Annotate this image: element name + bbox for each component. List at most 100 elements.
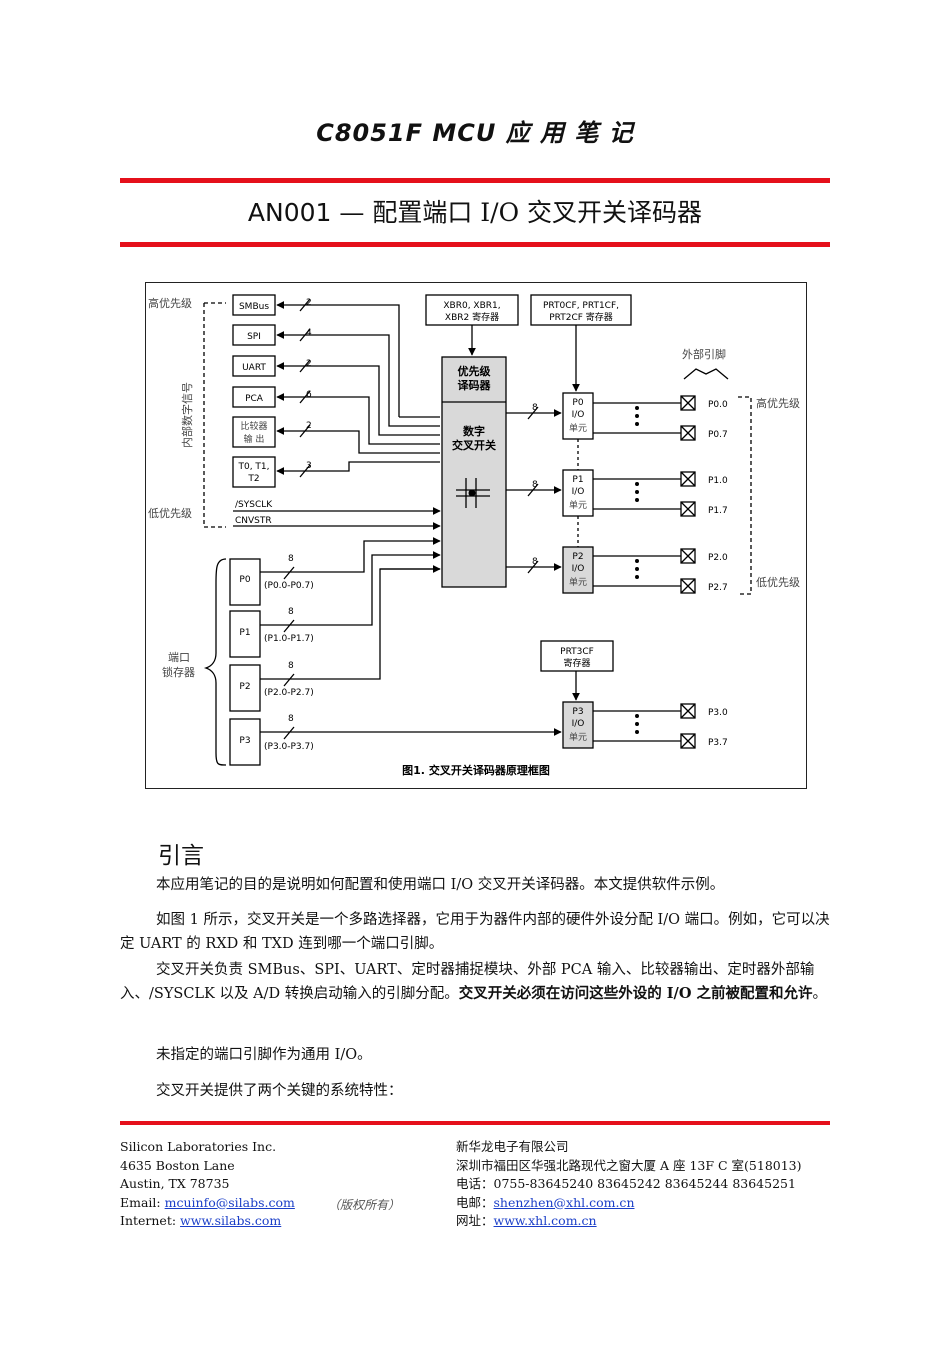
pin-p0-last: P0.7 (708, 430, 728, 440)
footer-email-cn-label: 电邮： (456, 1194, 494, 1210)
bus-width-latch-p0: 8 (288, 554, 294, 564)
prt3-regs-2: 寄存器 (563, 657, 590, 669)
footer-phone: 电话：0755-83645240 83645242 83645244 83645… (456, 1176, 796, 1191)
footer-address-cn: 深圳市福田区华强北路现代之窗大厦 A 座 13F C 室(518013) (456, 1157, 802, 1173)
bus-width-p1: 8 (532, 480, 538, 490)
latch-p0: P0 (239, 575, 250, 585)
pin-p0-first: P0.0 (708, 400, 728, 410)
width-spi: 4 (306, 328, 312, 338)
port-latch-label-1: 端口 (168, 651, 190, 664)
bus-width-latch-p3: 8 (288, 714, 294, 724)
footer-divider (120, 1121, 830, 1125)
pin-p1-last: P1.7 (708, 506, 728, 516)
header-divider-top (120, 178, 830, 183)
signal-sysclk: /SYSCLK (235, 500, 273, 510)
pin-p2-last: P2.7 (708, 583, 728, 593)
prt-regs-1: PRT0CF, PRT1CF, (543, 301, 619, 311)
footer-email-label: Email: (120, 1194, 165, 1210)
pin-p1-first: P1.0 (708, 476, 728, 486)
footer-web-cn-row: 网址：www.xhl.com.cn (456, 1212, 802, 1231)
pin-high-priority: 高优先级 (756, 396, 800, 410)
prt3-regs-1: PRT3CF (560, 647, 594, 657)
footer-email-row: Email: mcuinfo@silabs.com (120, 1194, 295, 1213)
prt-regs-2: PRT2CF 寄存器 (549, 311, 613, 323)
section-heading: 引言 (158, 843, 204, 869)
io-p1-unit: 单元 (569, 499, 587, 511)
footer-web-label: Internet: (120, 1213, 181, 1228)
paragraph-features: 交叉开关提供了两个关键的系统特性： (156, 1083, 403, 1099)
footer-web-cn-label: 网址： (456, 1213, 494, 1228)
figure-caption: 图1. 交叉开关译码器原理框图 (402, 763, 550, 777)
footer-address-2: Austin, TX 78735 (120, 1176, 230, 1191)
latch-p2-range: (P2.0-P2.7) (264, 688, 314, 698)
paragraph-purpose: 本应用笔记的目的是说明如何配置和使用端口 I/O 交叉开关译码器。本文提供软件示… (156, 877, 725, 893)
io-p2-io: I/O (572, 564, 585, 574)
signal-cnvstr: CNVSTR (235, 516, 272, 526)
port-latch-label-2: 锁存器 (162, 665, 195, 679)
peripheral-comparator-1: 比较器 (240, 420, 267, 432)
footer-web-row: Internet: www.silabs.com (120, 1212, 295, 1231)
peripheral-pca: PCA (245, 394, 264, 404)
io-p1-name: P1 (572, 475, 583, 485)
latch-p3: P3 (239, 736, 250, 746)
pin-p3-first: P3.0 (708, 708, 728, 718)
title-code: AN001 (247, 198, 332, 227)
paragraph-unassigned: 未指定的端口引脚作为通用 I/O。 (156, 1047, 372, 1063)
copyright-notice: （版权所有） (328, 1198, 401, 1212)
latch-p0-range: (P0.0-P0.7) (264, 581, 314, 591)
peripheral-smbus: SMBus (239, 302, 269, 312)
digital-crossbar-2: 交叉开关 (452, 438, 496, 452)
footer-email-link[interactable]: mcuinfo@silabs.com (164, 1194, 295, 1210)
priority-decoder-2: 译码器 (458, 379, 492, 392)
footer-company-en: Silicon Laboratories Inc. (120, 1139, 277, 1154)
bus-width-latch-p1: 8 (288, 607, 294, 617)
paragraph-figure-ref: 如图 1 所示，交叉开关是一个多路选择器，它用于为器件内部的硬件外设分配 I/O… (120, 912, 830, 952)
io-p0-unit: 单元 (569, 422, 587, 434)
io-p3-name: P3 (572, 707, 583, 717)
high-priority-label: 高优先级 (148, 296, 192, 310)
footer-left: Silicon Laboratories Inc. 4635 Boston La… (120, 1138, 295, 1231)
paragraph-assignment: 交叉开关负责 SMBus、SPI、UART、定时器捕捉模块、外部 PCA 输入、… (120, 958, 832, 1006)
footer-web-cn-link[interactable]: www.xhl.com.cn (493, 1213, 597, 1228)
bus-width-latch-p2: 8 (288, 661, 294, 671)
width-timers: 3 (306, 461, 312, 471)
digital-crossbar-1: 数字 (463, 424, 485, 438)
latch-p2: P2 (239, 682, 250, 692)
latch-p1: P1 (239, 628, 250, 638)
assignment-text: 交叉开关负责 SMBus、SPI、UART、定时器捕捉模块、外部 PCA 输入、… (120, 962, 815, 1002)
io-p1-io: I/O (572, 487, 585, 497)
footer-web-link[interactable]: www.silabs.com (180, 1213, 282, 1228)
width-uart: 2 (306, 359, 312, 369)
xbr-regs-1: XBR0, XBR1, (443, 301, 500, 311)
pin-p2-first: P2.0 (708, 553, 728, 563)
low-priority-label: 低优先级 (148, 507, 192, 520)
footer-address-1: 4635 Boston Lane (120, 1157, 235, 1173)
assignment-end: 。 (812, 986, 828, 1002)
peripheral-timers-2: T2 (247, 474, 259, 484)
width-comparator: 2 (306, 421, 312, 431)
footer-company-cn: 新华龙电子有限公司 (456, 1139, 569, 1154)
title-dash: — (339, 198, 365, 227)
peripheral-spi: SPI (247, 332, 261, 342)
footer-email-cn-row: 电邮：shenzhen@xhl.com.cn (456, 1194, 802, 1213)
document-header: C8051F MCU 应 用 笔 记 (316, 119, 634, 147)
io-p2-name: P2 (572, 552, 583, 562)
peripheral-comparator-2: 输 出 (244, 433, 265, 445)
figure-crossbar-diagram: 高优先级 低优先级 内部数字信号 端口 锁存器 外部引脚 高优先级 低优先级 S… (145, 282, 807, 789)
title-text: 配置端口 I/O 交叉开关译码器 (372, 198, 703, 227)
io-p2-unit: 单元 (569, 576, 587, 588)
document-title: AN001 — 配置端口 I/O 交叉开关译码器 (0, 193, 950, 229)
xbr-regs-2: XBR2 寄存器 (445, 311, 499, 323)
io-p0-io: I/O (572, 410, 585, 420)
pin-p3-last: P3.7 (708, 738, 728, 748)
peripheral-uart: UART (242, 363, 266, 373)
bus-width-p0: 8 (532, 403, 538, 413)
internal-signals-label: 内部数字信号 (180, 382, 194, 448)
latch-p1-range: (P1.0-P1.7) (264, 634, 314, 644)
priority-decoder-1: 优先级 (458, 364, 492, 378)
assignment-bold: 交叉开关必须在访问这些外设的 I/O 之前被配置和允许 (458, 985, 813, 1002)
footer-email-cn-link[interactable]: shenzhen@xhl.com.cn (493, 1194, 635, 1210)
peripheral-timers-1: T0, T1, (237, 462, 269, 472)
ext-pins-label: 外部引脚 (682, 347, 726, 361)
io-p3-io: I/O (572, 719, 585, 729)
